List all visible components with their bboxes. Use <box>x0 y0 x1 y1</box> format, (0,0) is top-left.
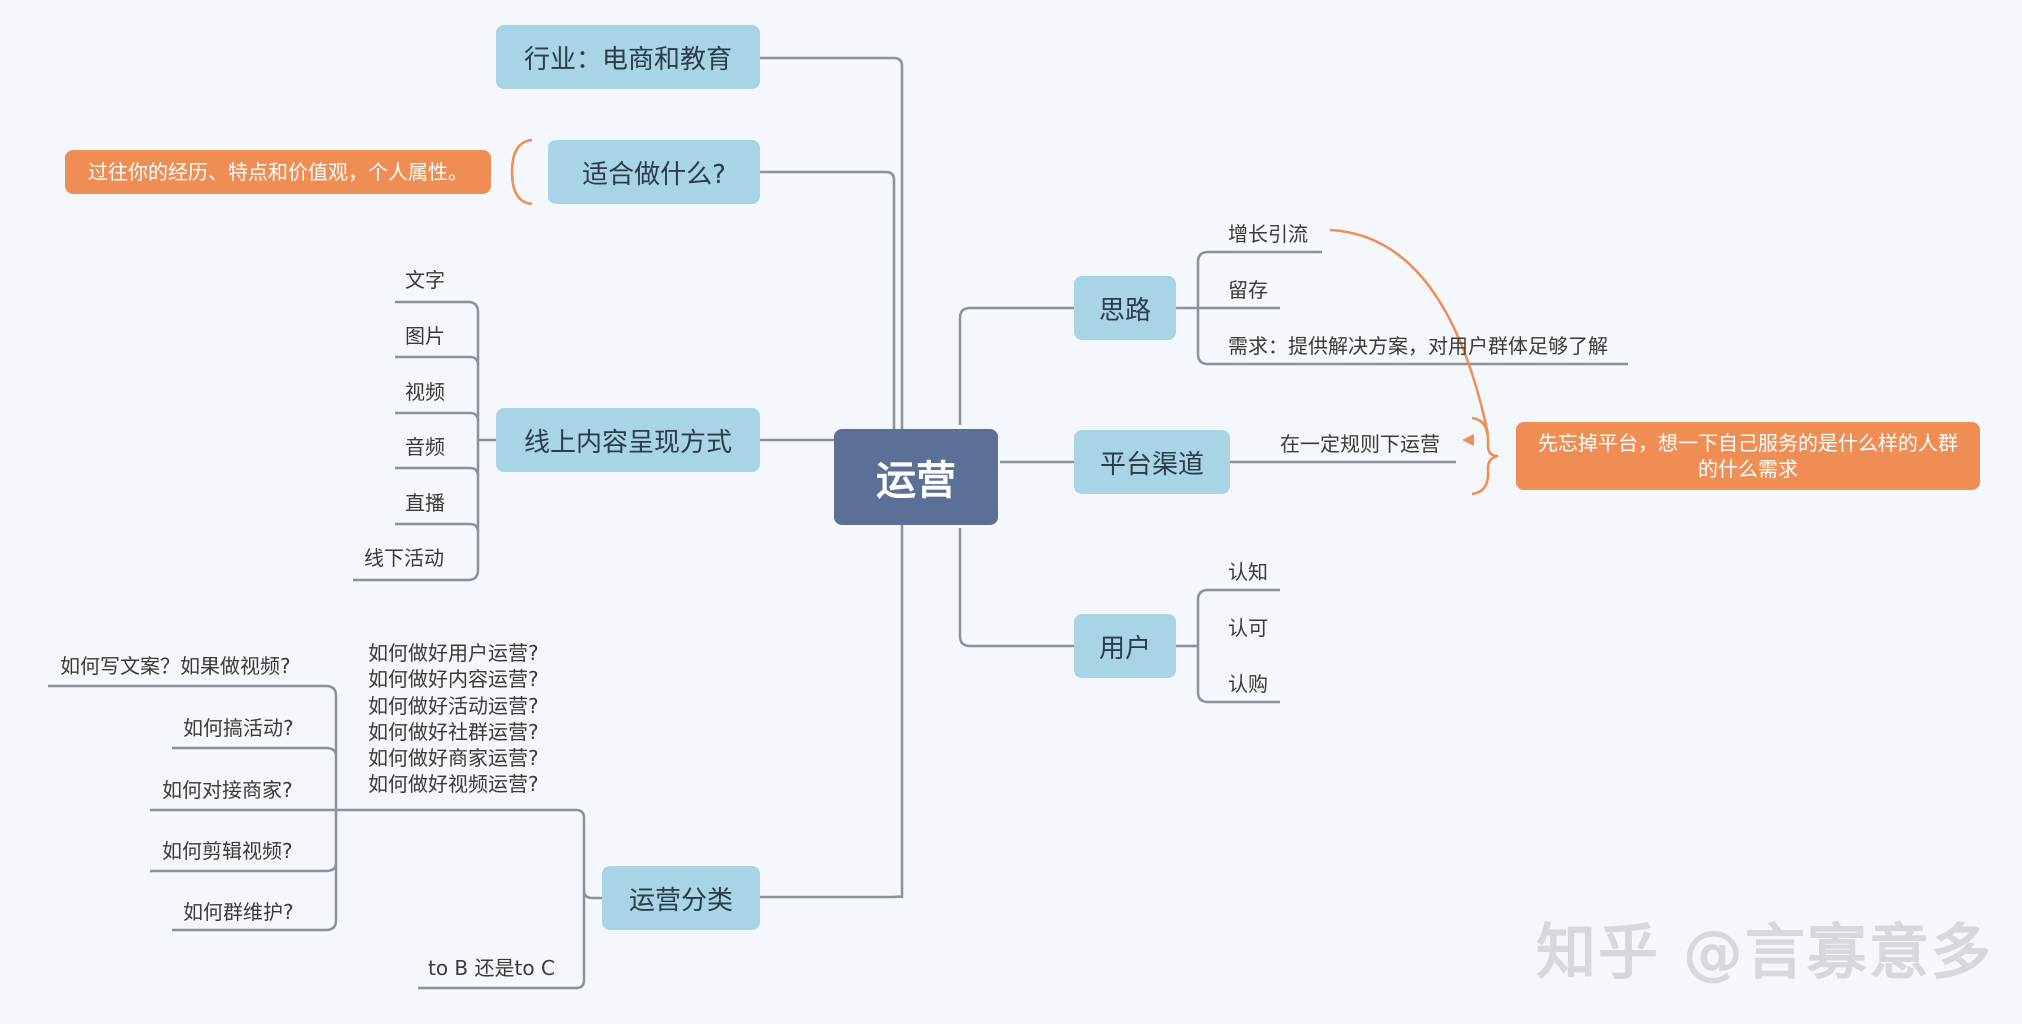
user-approval[interactable]: 认可 <box>1228 616 1268 640</box>
ops-question: 如何做好视频运营? <box>368 772 539 797</box>
topic-industry[interactable]: 行业：电商和教育 <box>496 25 760 89</box>
content-form-audio[interactable]: 音频 <box>405 435 445 459</box>
ops-subitem-group[interactable]: 如何群维护? <box>183 900 294 924</box>
platform-note[interactable]: 先忘掉平台，想一下自己服务的是什么样的人群的什么需求 <box>1516 422 1980 490</box>
topic-users[interactable]: 用户 <box>1074 614 1176 678</box>
center-node[interactable]: 运营 <box>834 429 998 525</box>
topic-thinking[interactable]: 思路 <box>1074 276 1176 340</box>
thinking-retention[interactable]: 留存 <box>1228 278 1268 302</box>
topic-ops-types[interactable]: 运营分类 <box>602 866 760 930</box>
ops-question: 如何做好活动运营? <box>368 693 539 718</box>
topic-platform[interactable]: 平台渠道 <box>1074 430 1230 494</box>
content-form-live[interactable]: 直播 <box>405 491 445 515</box>
thinking-demand[interactable]: 需求：提供解决方案，对用户群体足够了解 <box>1228 334 1608 358</box>
ops-question: 如何做好内容运营? <box>368 667 539 692</box>
ops-questions[interactable]: 如何做好用户运营? 如何做好内容运营? 如何做好活动运营? 如何做好社群运营? … <box>368 640 539 798</box>
ops-subitem-merchants[interactable]: 如何对接商家? <box>162 778 293 802</box>
ops-question: 如何做好商家运营? <box>368 746 539 771</box>
ops-subitem-copywriting[interactable]: 如何写文案？如果做视频? <box>60 654 291 678</box>
ops-question: 如何做好用户运营? <box>368 641 539 665</box>
suitable-note[interactable]: 过往你的经历、特点和价值观，个人属性。 <box>65 150 491 194</box>
content-form-image[interactable]: 图片 <box>405 324 445 348</box>
ops-question: 如何做好社群运营? <box>368 719 539 744</box>
topic-online-content[interactable]: 线上内容呈现方式 <box>496 408 760 472</box>
content-form-video[interactable]: 视频 <box>405 380 445 404</box>
ops-to-b-c[interactable]: to B 还是to C <box>428 956 555 980</box>
thinking-growth[interactable]: 增长引流 <box>1228 222 1308 246</box>
ops-subitem-video-edit[interactable]: 如何剪辑视频? <box>162 839 293 863</box>
content-form-text[interactable]: 文字 <box>405 268 445 292</box>
user-awareness[interactable]: 认知 <box>1228 560 1268 584</box>
platform-rule[interactable]: 在一定规则下运营 <box>1280 432 1440 456</box>
topic-suitable[interactable]: 适合做什么? <box>548 140 760 204</box>
ops-subitem-events[interactable]: 如何搞活动? <box>183 716 294 740</box>
watermark: 知乎 @言寡意多 <box>1536 918 1993 988</box>
content-form-offline[interactable]: 线下活动 <box>364 546 444 570</box>
user-purchase[interactable]: 认购 <box>1228 672 1268 696</box>
